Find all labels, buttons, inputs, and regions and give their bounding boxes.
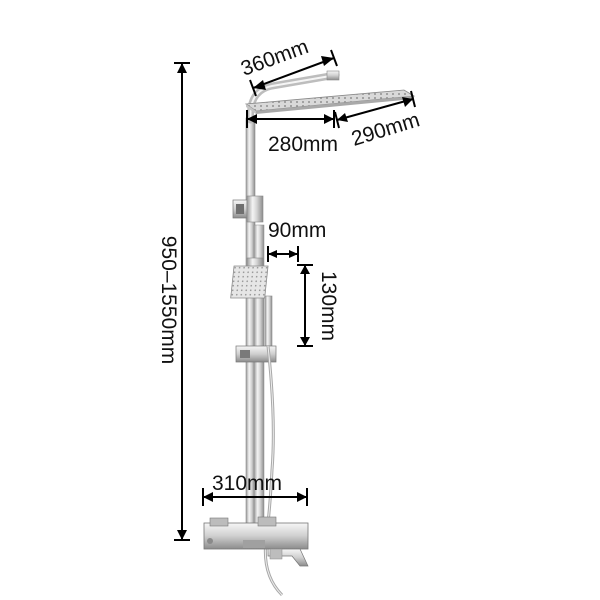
thermostatic-mixer (203, 516, 309, 550)
label-head-width: 280mm (268, 133, 338, 156)
label-overall-height: 950–1550mm (157, 236, 180, 364)
slide-bracket-lower (235, 345, 277, 363)
rain-shower-head (244, 89, 416, 114)
dim-line-hand-height (297, 264, 313, 347)
label-mixer-width: 310mm (212, 472, 282, 495)
label-top-arm-length: 360mm (238, 35, 312, 81)
shower-product (203, 70, 416, 597)
wall-bracket-upper (232, 195, 264, 223)
arrowheads (177, 56, 413, 540)
label-hand-height: 130mm (317, 271, 340, 341)
label-hand-width: 90mm (268, 219, 326, 242)
